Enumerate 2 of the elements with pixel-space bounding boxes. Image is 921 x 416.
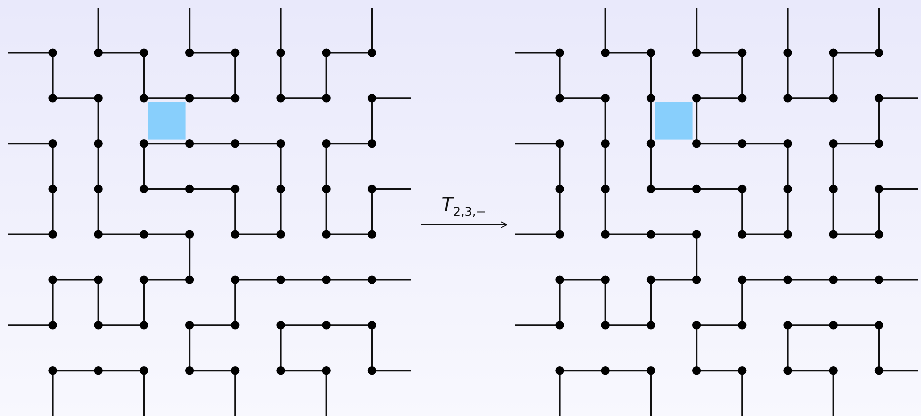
edge-label: T$_{2,3,−}$	[442, 194, 486, 219]
arrow	[420, 222, 508, 228]
